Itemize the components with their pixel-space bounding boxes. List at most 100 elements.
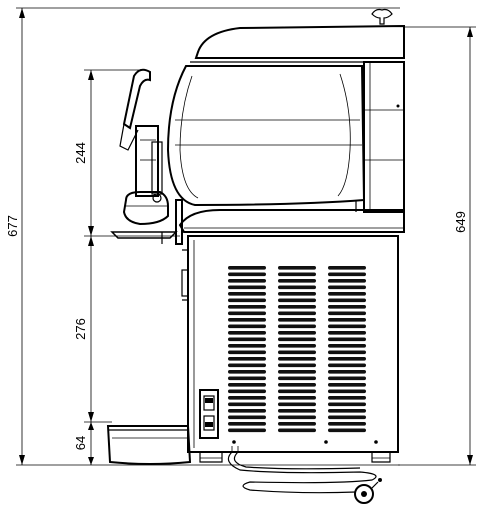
louvre-slot (228, 279, 266, 283)
tap-clearance-label: 244 (73, 142, 88, 164)
lid-knob (371, 8, 393, 25)
louvre-slot (278, 337, 316, 342)
tap-clearance-dimension: 244 (73, 69, 180, 237)
body-height-dimension: 649 (398, 26, 476, 466)
louvre-slot (278, 415, 316, 420)
louvre-slot (328, 285, 366, 290)
louvre-slot (228, 350, 266, 355)
louvre-slot (278, 428, 316, 433)
louvre-slot (228, 357, 266, 361)
louvre-slot (228, 331, 266, 335)
louvre-slot (228, 383, 266, 387)
louvre-slot (328, 331, 366, 335)
louvre-slot (328, 383, 366, 387)
drip-deck (178, 209, 405, 233)
louvre-slot (228, 344, 266, 348)
louvre-slot (328, 396, 366, 400)
louvre-slot (228, 266, 266, 270)
louvre-slot (328, 350, 366, 355)
louvre-slot (328, 318, 366, 322)
louvre-slot (278, 292, 316, 296)
louvre-slot (228, 305, 266, 309)
tray-height-label: 64 (73, 436, 88, 450)
drip-tray (106, 425, 192, 465)
louvre-slot (278, 266, 316, 270)
louvre-slot (278, 350, 316, 355)
total-height-dimension: 677 (5, 7, 400, 466)
louvre-slot (278, 298, 316, 303)
louvre-slot (228, 396, 266, 400)
louvre-slot (278, 324, 316, 329)
stand-height-dimension: 276 (73, 236, 112, 423)
louvre-slot (228, 292, 266, 296)
total-height-label: 677 (5, 215, 20, 237)
louvre-slot (278, 389, 316, 394)
louvre-slot (228, 311, 266, 316)
louvre-slot (328, 428, 366, 433)
louvre-slot (228, 428, 266, 433)
louvre-slot (328, 324, 366, 329)
machine-feet (199, 452, 391, 463)
louvre-slot (328, 422, 366, 426)
louvre-slot (228, 324, 266, 329)
louvre-slot (278, 422, 316, 426)
louvre-slot (228, 402, 266, 407)
plug-icon (354, 478, 382, 504)
louvre-slot (228, 298, 266, 303)
ventilation-grill (228, 266, 366, 433)
louvre-slot (278, 318, 316, 322)
louvre-slot (328, 402, 366, 407)
louvre-slot (278, 370, 316, 374)
louvre-slot (328, 266, 366, 270)
louvre-slot (228, 370, 266, 374)
louvre-slot (328, 279, 366, 283)
louvre-slot (328, 305, 366, 309)
louvre-slot (278, 311, 316, 316)
louvre-slot (228, 422, 266, 426)
control-switches (199, 389, 219, 439)
louvre-slot (328, 298, 366, 303)
louvre-slot (228, 415, 266, 420)
louvre-slot (328, 389, 366, 394)
power-cord (227, 446, 377, 494)
lower-cabinet (181, 235, 399, 453)
louvre-slot (228, 363, 266, 368)
louvre-slot (328, 357, 366, 361)
louvre-slot (278, 409, 316, 413)
louvre-slot (328, 415, 366, 420)
louvre-slot (278, 396, 316, 400)
louvre-slot (278, 357, 316, 361)
louvre-slot (278, 376, 316, 381)
louvre-slot (278, 383, 316, 387)
louvre-slot (328, 311, 366, 316)
louvre-slot (328, 337, 366, 342)
louvre-slot (328, 292, 366, 296)
louvre-slot (278, 363, 316, 368)
louvre-slot (228, 285, 266, 290)
tray-height-dimension: 64 (73, 422, 94, 465)
louvre-slot (278, 285, 316, 290)
louvre-slot (228, 272, 266, 277)
stand-height-label: 276 (73, 318, 88, 340)
rear-tower (355, 61, 405, 213)
louvre-slot (278, 305, 316, 309)
louvre-slot (328, 370, 366, 374)
louvre-slot (278, 402, 316, 407)
louvre-slot (328, 376, 366, 381)
louvre-slot (328, 363, 366, 368)
louvre-slot (278, 272, 316, 277)
louvre-slot (228, 318, 266, 322)
louvre-slot (278, 331, 316, 335)
louvre-slot (228, 409, 266, 413)
louvre-slot (278, 344, 316, 348)
louvre-slot (328, 272, 366, 277)
body-height-label: 649 (453, 211, 468, 233)
product-bowl (166, 65, 366, 207)
louvre-slot (278, 279, 316, 283)
louvre-slot (228, 376, 266, 381)
louvre-slot (328, 409, 366, 413)
louvre-slot (228, 337, 266, 342)
louvre-slot (228, 389, 266, 394)
bowl-lid (190, 24, 405, 63)
